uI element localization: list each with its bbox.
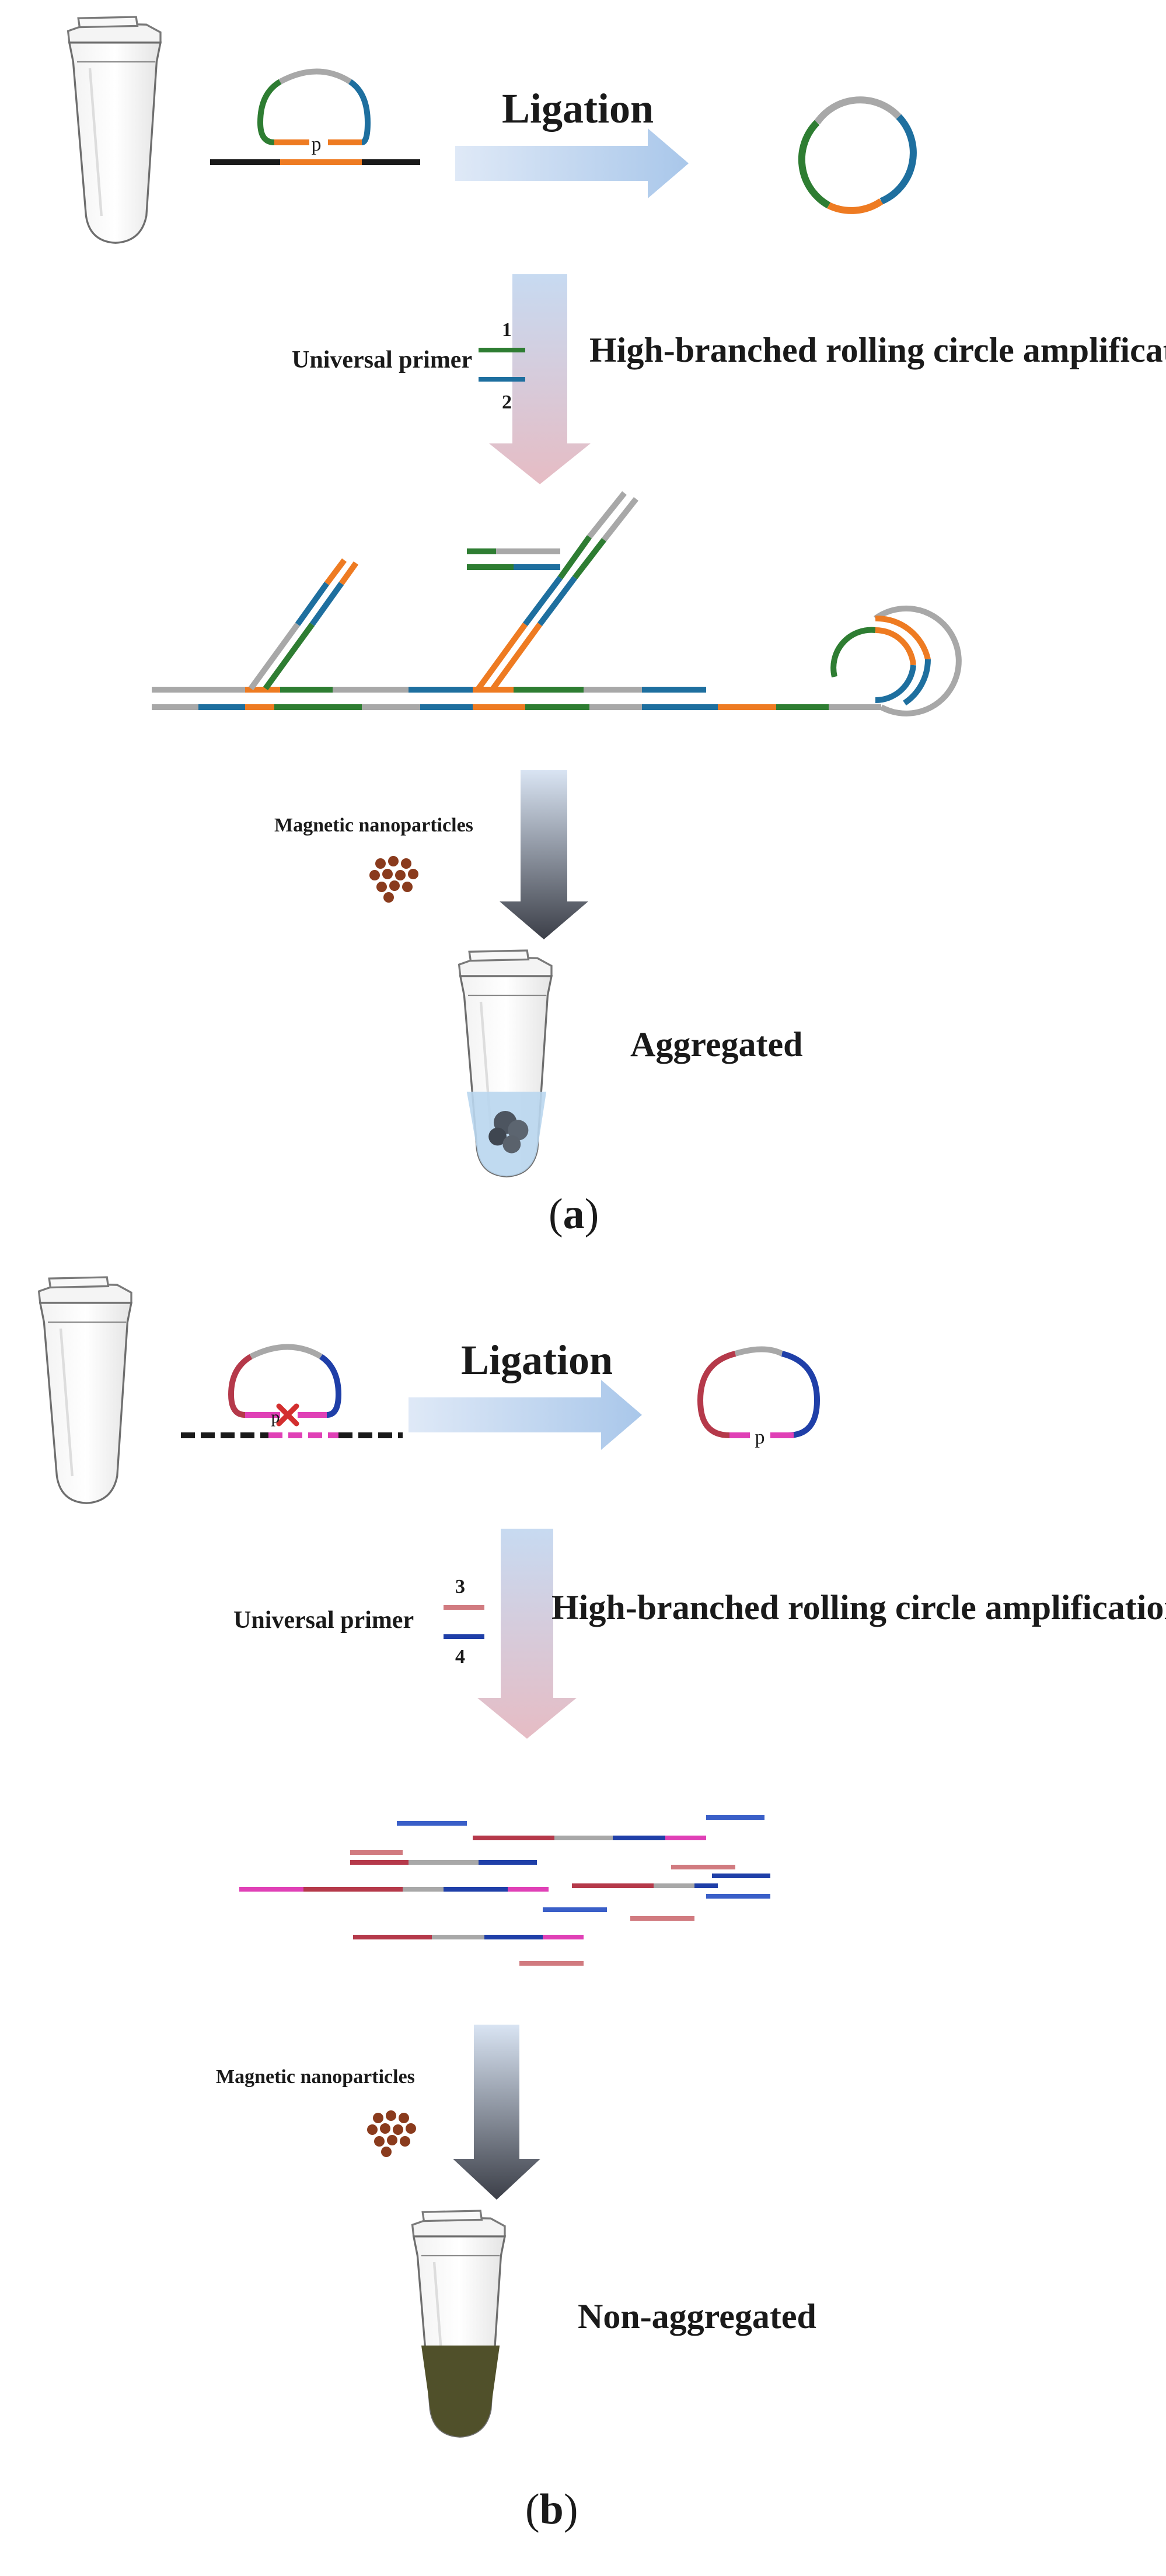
panel-a-label: (a) [549,1190,599,1238]
tube-icon [68,17,160,243]
arrow-right-icon [455,128,689,198]
panel-b: p Ligation p Universal primer 3 4 High-b… [39,1277,1166,2533]
amplification-label-b: High-branched rolling circle amplificati… [551,1588,1166,1627]
arrow-right-icon [409,1380,642,1450]
amplification-label: High-branched rolling circle amplificati… [589,331,1166,369]
panel-a: p Ligation Universal primer 1 2 High-bra… [68,17,1166,1238]
arrow-down-icon [500,770,588,939]
tube-icon [39,1277,131,1503]
cross-icon [276,1403,299,1427]
mnp-label: Magnetic nanoparticles [274,815,473,836]
padlock-probe-b [181,1344,403,1438]
arrow-down-icon [453,2025,540,2200]
primer-label: Universal primer [292,347,472,373]
nanoparticles-icon [369,856,418,903]
tube-icon [459,950,551,1176]
ligation-label-b: Ligation [461,1337,613,1383]
probe-p-label-open: p [755,1427,765,1448]
arrow-down-icon [477,1529,577,1739]
hrca-product [152,491,962,716]
panel-b-label: (b) [525,2486,578,2533]
circular-probe-a [798,96,917,214]
open-probe-b [697,1346,821,1438]
primer-1-number: 1 [502,319,512,341]
primer-4-number: 4 [455,1646,465,1668]
linear-fragments [239,1815,770,1966]
primer-label-b: Universal primer [233,1607,414,1634]
primer-2-number: 2 [502,392,512,413]
mnp-label-b: Magnetic nanoparticles [216,2066,415,2088]
padlock-probe-a [210,68,420,165]
probe-p-label: p [312,134,322,155]
probe-p-label-b: p [271,1407,280,1427]
ligation-label: Ligation [502,85,654,132]
primer-3-number: 3 [455,1576,465,1598]
nanoparticles-icon [367,2110,416,2157]
tube-icon [413,2211,505,2437]
arrow-down-icon [489,274,591,484]
non-aggregated-label: Non-aggregated [578,2297,816,2336]
aggregated-label: Aggregated [630,1025,803,1064]
